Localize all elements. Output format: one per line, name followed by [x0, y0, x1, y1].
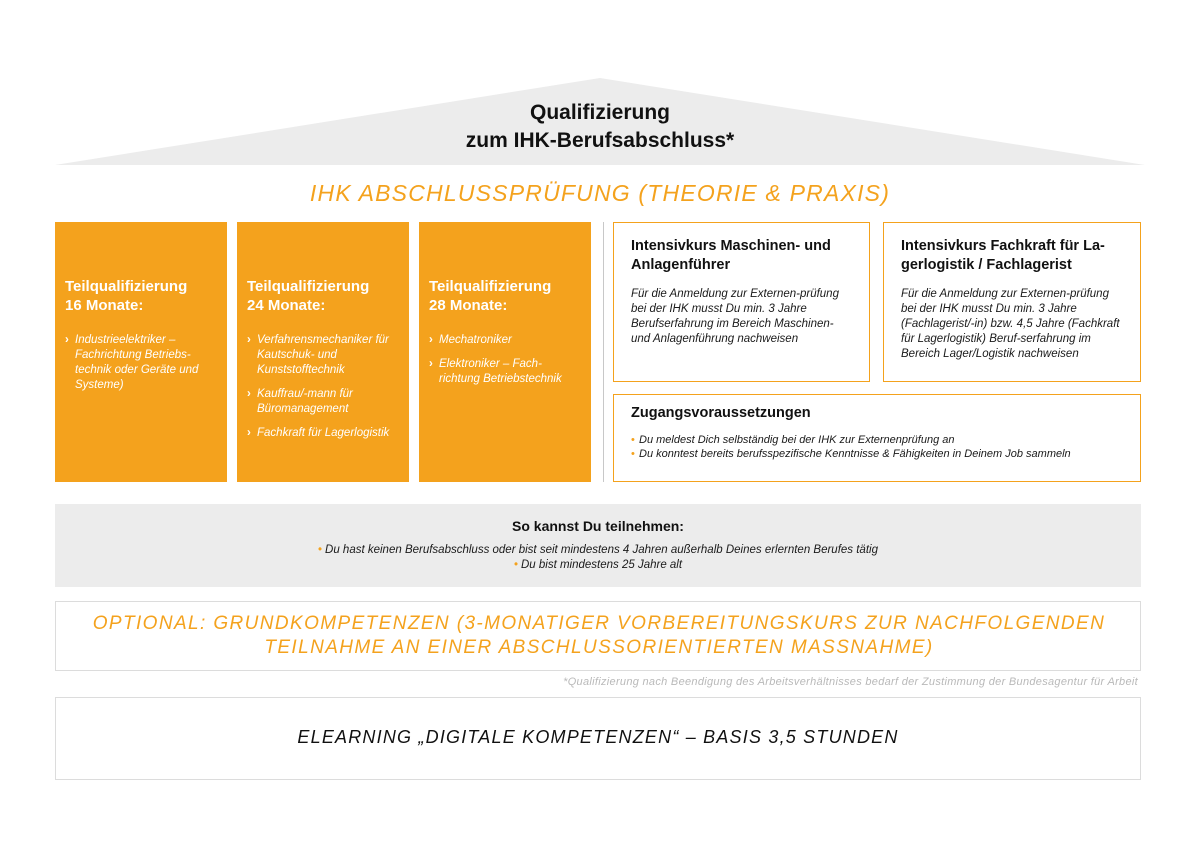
participation-title: So kannst Du teilnehmen: [512, 518, 684, 534]
list-item-text: Elektroniker – Fach-richtung Betriebstec… [439, 358, 562, 385]
chevron-right-icon: › [247, 334, 251, 346]
chevron-right-icon: › [247, 388, 251, 400]
box-title-line2: 28 Monate: [429, 297, 508, 314]
optional-line2: TEILNAHME AN EINER ABSCHLUSSORIENTIERTEN… [264, 637, 934, 658]
optional-box: OPTIONAL: GRUNDKOMPETENZEN (3-MONATIGER … [55, 601, 1141, 671]
box-title-line2: 16 Monate: [65, 297, 144, 314]
box-list: › Mechatroniker › Elektroniker – Fach-rich… [429, 333, 581, 387]
intensivkurs-maschinen-box: Intensivkurs Maschinen- und Anlagenführe… [613, 222, 870, 382]
list-item-text: Verfahrensmechaniker für Kautschuk- und … [257, 334, 389, 376]
roof-title: Qualifizierung zum IHK-Berufsabschluss* [300, 99, 900, 155]
list-item: • Du meldest Dich selbständig bei der IHK… [631, 433, 1123, 447]
box-title-line2: 24 Monate: [247, 297, 326, 314]
exam-heading: IHK ABSCHLUSSPRÜFUNG (THEORIE & PRAXIS) [309, 180, 891, 206]
box-title-line1: Teilqualifizierung [247, 278, 370, 295]
participation-list: •Du hast keinen Berufsabschluss oder bis… [55, 543, 1141, 573]
list-item: › Kauffrau/-mann für Büromanagement [247, 387, 399, 417]
list-item: › Elektroniker – Fach-richtung Betriebste… [429, 357, 581, 387]
list-item: • Du konntest bereits berufsspezifische K… [631, 447, 1123, 461]
teilqualifizierung-28-box: Teilqualifizierung 28 Monate: › Mechatron… [419, 222, 591, 482]
chevron-right-icon: › [247, 427, 251, 439]
requirements-list: • Du meldest Dich selbständig bei der IHK… [631, 433, 1123, 461]
list-item: •Du bist mindestens 25 Jahre alt [55, 558, 1141, 573]
chevron-right-icon: › [429, 358, 433, 370]
list-item-text: Du meldest Dich selbständig bei der IHK … [639, 434, 955, 446]
footnote: *Qualifizierung nach Beendigung des Arbe… [563, 676, 1138, 688]
list-item-text: Industrieelektriker – Fachrichtung Betri… [75, 334, 199, 391]
intensivkurs-title: Intensivkurs Maschinen- und Anlagenführe… [631, 238, 831, 273]
bullet-icon: • [631, 448, 635, 460]
roof-shape [55, 78, 1145, 165]
teilqualifizierung-24-box: Teilqualifizierung 24 Monate: › Verfahren… [237, 222, 409, 482]
optional-line1: OPTIONAL: GRUNDKOMPETENZEN (3-MONATIGER … [92, 613, 1106, 634]
list-item-text: Kauffrau/-mann für Büromanagement [257, 388, 353, 415]
vertical-divider [603, 222, 604, 482]
list-item: › Mechatroniker [429, 333, 581, 348]
box-title: Teilqualifizierung 28 Monate: [429, 277, 581, 315]
box-title: Teilqualifizierung 24 Monate: [247, 277, 399, 315]
box-title-line1: Teilqualifizierung [429, 278, 552, 295]
list-item: › Industrieelektriker – Fachrichtung Betr… [65, 333, 217, 393]
roof-title-line1: Qualifizierung [529, 101, 670, 124]
box-title: Teilqualifizierung 16 Monate: [65, 277, 217, 315]
list-item-text: Du bist mindestens 25 Jahre alt [520, 559, 683, 571]
list-item-text: Fachkraft für Lagerlogistik [257, 427, 390, 439]
list-item: •Du hast keinen Berufsabschluss oder bis… [55, 543, 1141, 558]
requirements-title: Zugangsvoraussetzungen [631, 405, 811, 421]
intensivkurs-text: Für die Anmeldung zur Externen-prüfung b… [901, 288, 1120, 360]
roof-title-line2: zum IHK-Berufsabschluss* [465, 129, 735, 152]
intensivkurs-title: Intensivkurs Fachkraft für La-gerlogisti… [901, 238, 1105, 273]
zugangsvoraussetzungen-box: Zugangsvoraussetzungen • Du meldest Dich … [613, 394, 1141, 482]
intensivkurs-text: Für die Anmeldung zur Externen-prüfung b… [631, 288, 839, 345]
list-item-text: Mechatroniker [439, 334, 512, 346]
box-title-line1: Teilqualifizierung [65, 278, 188, 295]
participation-band: So kannst Du teilnehmen: •Du hast keinen… [55, 504, 1141, 587]
list-item-text: Du hast keinen Berufsabschluss oder bist… [325, 544, 878, 556]
list-item: › Verfahrensmechaniker für Kautschuk- und… [247, 333, 399, 378]
list-item-text: Du konntest bereits berufsspezifische Ke… [639, 448, 1071, 460]
bullet-icon: • [318, 544, 323, 556]
box-list: › Industrieelektriker – Fachrichtung Betr… [65, 333, 217, 393]
teilqualifizierung-16-box: Teilqualifizierung 16 Monate: › Industrie… [55, 222, 227, 482]
bullet-icon: • [631, 434, 635, 446]
chevron-right-icon: › [65, 334, 69, 346]
bullet-icon: • [513, 559, 518, 571]
box-list: › Verfahrensmechaniker für Kautschuk- und… [247, 333, 399, 441]
chevron-right-icon: › [429, 334, 433, 346]
intensivkurs-lager-box: Intensivkurs Fachkraft für La-gerlogisti… [883, 222, 1141, 382]
elearning-text: ELEARNING „DIGITALE KOMPETENZEN“ – BASIS… [297, 727, 899, 747]
elearning-box: ELEARNING „DIGITALE KOMPETENZEN“ – BASIS… [55, 697, 1141, 780]
list-item: › Fachkraft für Lagerlogistik [247, 426, 399, 441]
